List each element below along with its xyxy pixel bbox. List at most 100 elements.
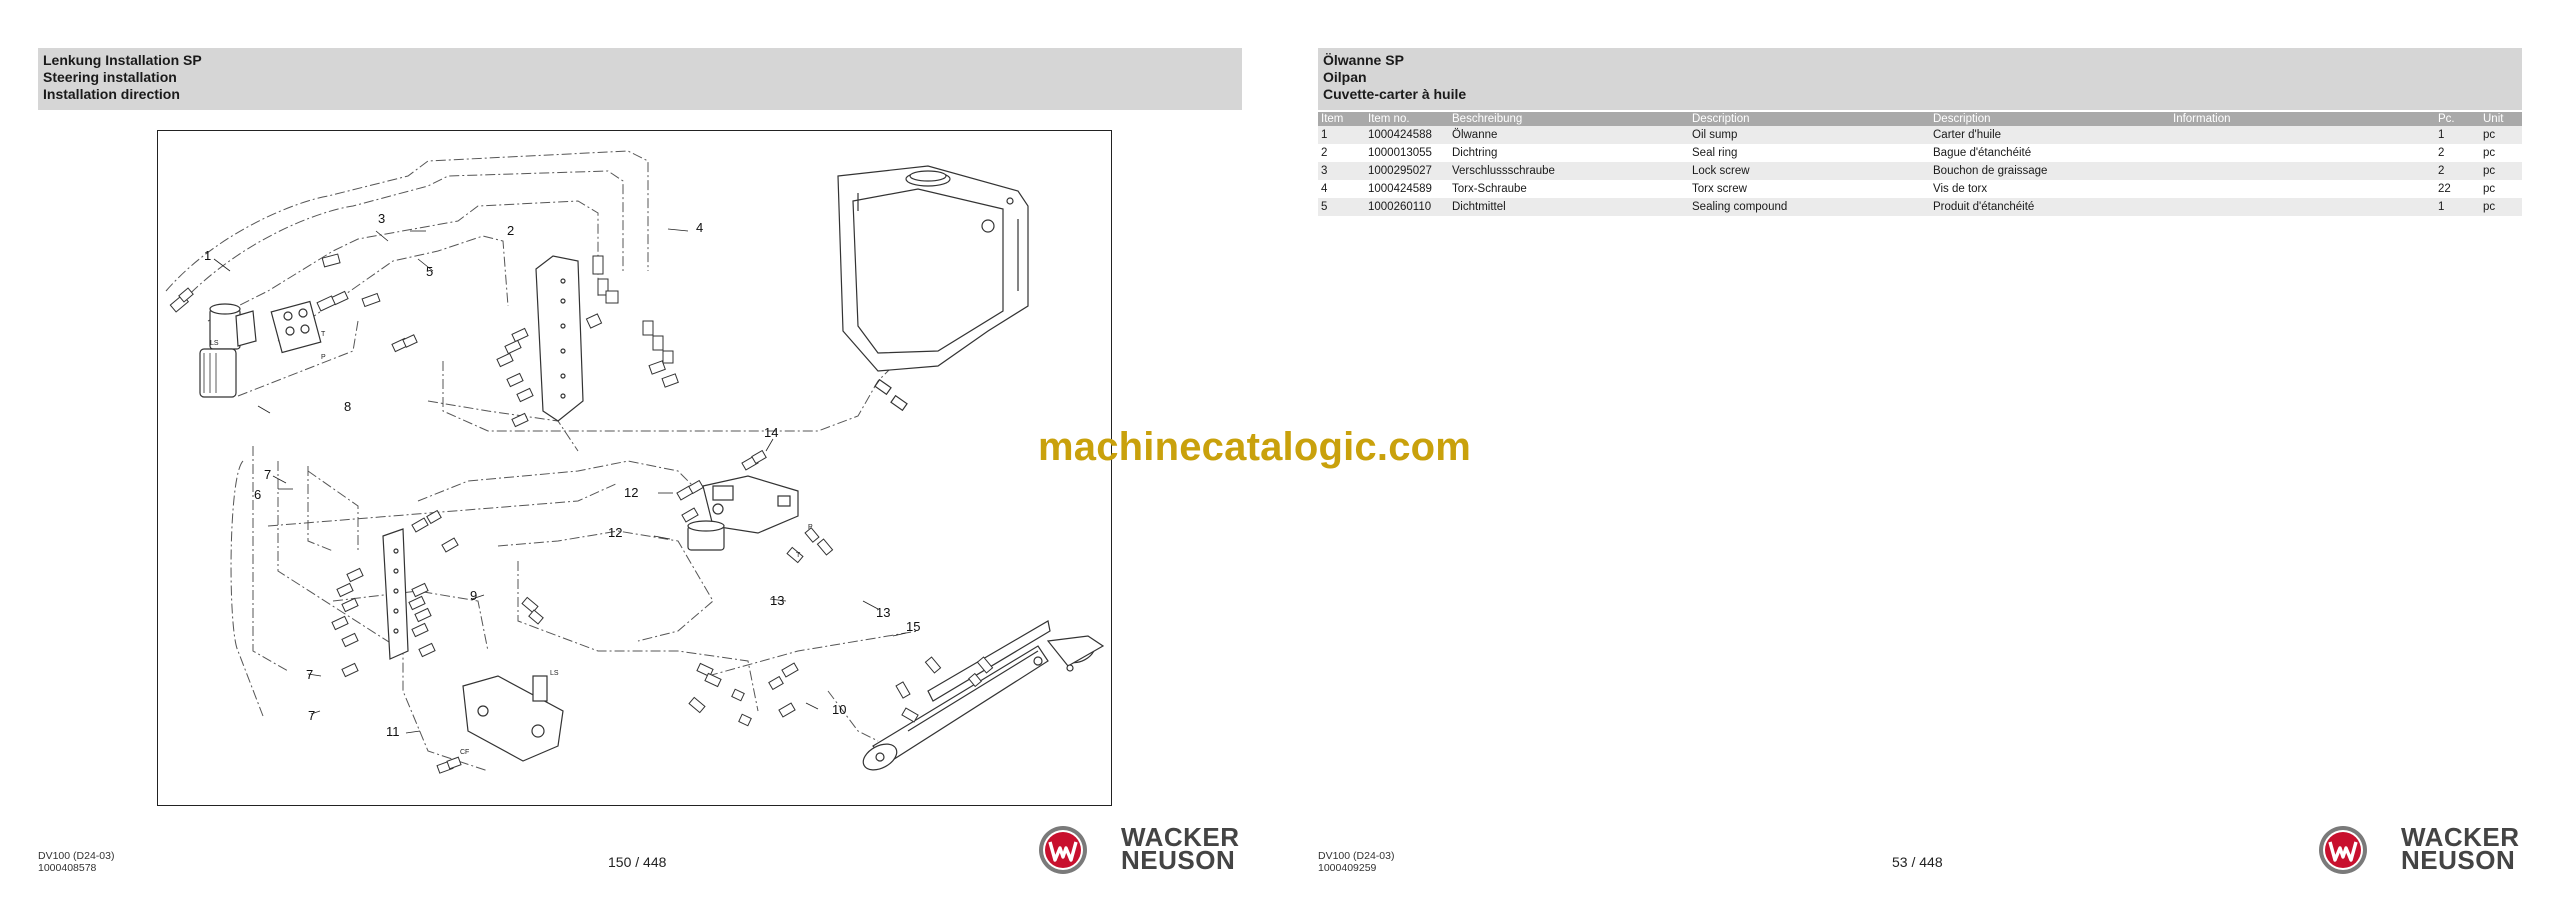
- cell-item-no: 1000260110: [1365, 198, 1449, 216]
- logo-line-neuson: NEUSON: [1121, 845, 1236, 875]
- cell-information: [2170, 144, 2435, 162]
- callout-4: 4: [696, 220, 703, 235]
- cell-description-fr: Produit d'étanchéité: [1930, 198, 2170, 216]
- cell-pc: 1: [2435, 198, 2480, 216]
- logo-line-neuson: NEUSON: [2401, 845, 2516, 875]
- table-header-row: Item Item no. Beschreibung Description D…: [1318, 112, 2522, 126]
- table-row: 2 1000013055 Dichtring Seal ring Bague d…: [1318, 144, 2522, 162]
- cell-beschreibung: Torx-Schraube: [1449, 180, 1689, 198]
- cell-beschreibung: Ölwanne: [1449, 126, 1689, 144]
- watermark-text: machinecatalogic.com: [1038, 425, 1472, 469]
- callout-7c: 7: [308, 708, 315, 723]
- port-label-p: P: [321, 354, 326, 361]
- table-row: 4 1000424589 Torx-Schraube Torx screw Vi…: [1318, 180, 2522, 198]
- right-page: Ölwanne SP Oilpan Cuvette-carter à huile…: [1280, 0, 2560, 905]
- steering-unit: [199, 300, 322, 398]
- cell-item: 3: [1318, 162, 1365, 180]
- title-line-de: Ölwanne SP: [1323, 52, 1404, 68]
- cell-information: [2170, 162, 2435, 180]
- port-label-t: T: [321, 331, 326, 338]
- cell-description-fr: Vis de torx: [1930, 180, 2170, 198]
- steering-cylinder: [862, 620, 1105, 771]
- cell-description-en: Torx screw: [1689, 180, 1930, 198]
- distribution-block: [382, 255, 584, 762]
- col-item-no: Item no.: [1365, 112, 1449, 126]
- cell-description-fr: Carter d'huile: [1930, 126, 2170, 144]
- cell-unit: pc: [2480, 198, 2522, 216]
- callout-6: 6: [254, 487, 261, 502]
- cell-item: 4: [1318, 180, 1365, 198]
- left-doc-info: DV100 (D24-03) 1000408578: [38, 850, 114, 874]
- cell-pc: 2: [2435, 162, 2480, 180]
- table-row: 3 1000295027 Verschlussschraube Lock scr…: [1318, 162, 2522, 180]
- callout-7b: 7: [306, 667, 313, 682]
- cell-item: 5: [1318, 198, 1365, 216]
- left-title-header: Lenkung Installation SP Steering install…: [38, 48, 1242, 110]
- callout-5: 5: [426, 264, 433, 279]
- left-page-number: 150 / 448: [608, 854, 667, 870]
- col-information: Information: [2170, 112, 2435, 126]
- title-line-en: Oilpan: [1323, 69, 1367, 85]
- cell-description-en: Oil sump: [1689, 126, 1930, 144]
- right-doc-number: 1000409259: [1318, 862, 1377, 874]
- cell-description-fr: Bague d'étanchéité: [1930, 144, 2170, 162]
- cell-information: [2170, 126, 2435, 144]
- callout-7a: 7: [264, 467, 271, 482]
- col-description-fr: Description: [1930, 112, 2170, 126]
- cell-description-en: Lock screw: [1689, 162, 1930, 180]
- title-line-en: Steering installation: [43, 69, 177, 85]
- cell-pc: 2: [2435, 144, 2480, 162]
- callout-9: 9: [470, 588, 477, 603]
- w-emblem-icon: [2319, 826, 2367, 874]
- port-label-p-2: P: [808, 524, 813, 531]
- port-label-ls-2: LS: [550, 670, 559, 677]
- cell-item-no: 1000013055: [1365, 144, 1449, 162]
- col-unit: Unit: [2480, 112, 2522, 126]
- cell-unit: pc: [2480, 180, 2522, 198]
- cell-description-en: Sealing compound: [1689, 198, 1930, 216]
- cell-pc: 1: [2435, 126, 2480, 144]
- cell-pc: 22: [2435, 180, 2480, 198]
- priority-valve: [687, 475, 799, 551]
- callout-8: 8: [344, 399, 351, 414]
- port-label-ls: LS: [210, 340, 219, 347]
- cell-information: [2170, 180, 2435, 198]
- port-label-cf: CF: [460, 749, 469, 756]
- steering-installation-diagram: 1 2 3 4 5 6 7 7 7 8 9 10 11 12 12 13 13 …: [157, 130, 1112, 806]
- cell-item-no: 1000295027: [1365, 162, 1449, 180]
- w-emblem-icon: [1039, 826, 1087, 874]
- cell-unit: pc: [2480, 162, 2522, 180]
- logo-line-wacker: WACKER: [1121, 822, 1240, 852]
- callout-10: 10: [832, 702, 846, 717]
- callout-1: 1: [204, 248, 211, 263]
- right-page-number: 53 / 448: [1892, 854, 1943, 870]
- cell-beschreibung: Dichtmittel: [1449, 198, 1689, 216]
- title-line-fr: Cuvette-carter à huile: [1323, 86, 1467, 102]
- col-pc: Pc.: [2435, 112, 2480, 126]
- logo-wordmark: WACKER NEUSON: [1121, 822, 1240, 875]
- logo-line-wacker: WACKER: [2401, 822, 2520, 852]
- callout-11: 11: [386, 724, 400, 739]
- col-beschreibung: Beschreibung: [1449, 112, 1689, 126]
- port-label-t-2: T: [796, 552, 801, 559]
- cell-description-fr: Bouchon de graissage: [1930, 162, 2170, 180]
- left-page: Lenkung Installation SP Steering install…: [38, 48, 1242, 881]
- hose-fittings: [169, 253, 994, 774]
- logo-wordmark: WACKER NEUSON: [2401, 822, 2520, 875]
- cell-unit: pc: [2480, 144, 2522, 162]
- right-wacker-neuson-logo: WACKER NEUSON: [2317, 824, 2519, 881]
- cell-description-en: Seal ring: [1689, 144, 1930, 162]
- callout-13b: 13: [876, 605, 890, 620]
- title-line-sub: Installation direction: [43, 86, 180, 102]
- hydraulic-tank: [837, 165, 1029, 412]
- left-wacker-neuson-logo: WACKER NEUSON: [1037, 824, 1239, 881]
- left-model-code: DV100 (D24-03): [38, 850, 115, 862]
- col-item: Item: [1318, 112, 1365, 126]
- cell-beschreibung: Verschlussschraube: [1449, 162, 1689, 180]
- cell-unit: pc: [2480, 126, 2522, 144]
- callout-15: 15: [906, 619, 920, 634]
- cell-item: 1: [1318, 126, 1365, 144]
- cell-beschreibung: Dichtring: [1449, 144, 1689, 162]
- title-line-de: Lenkung Installation SP: [43, 52, 202, 68]
- callout-3: 3: [378, 211, 385, 226]
